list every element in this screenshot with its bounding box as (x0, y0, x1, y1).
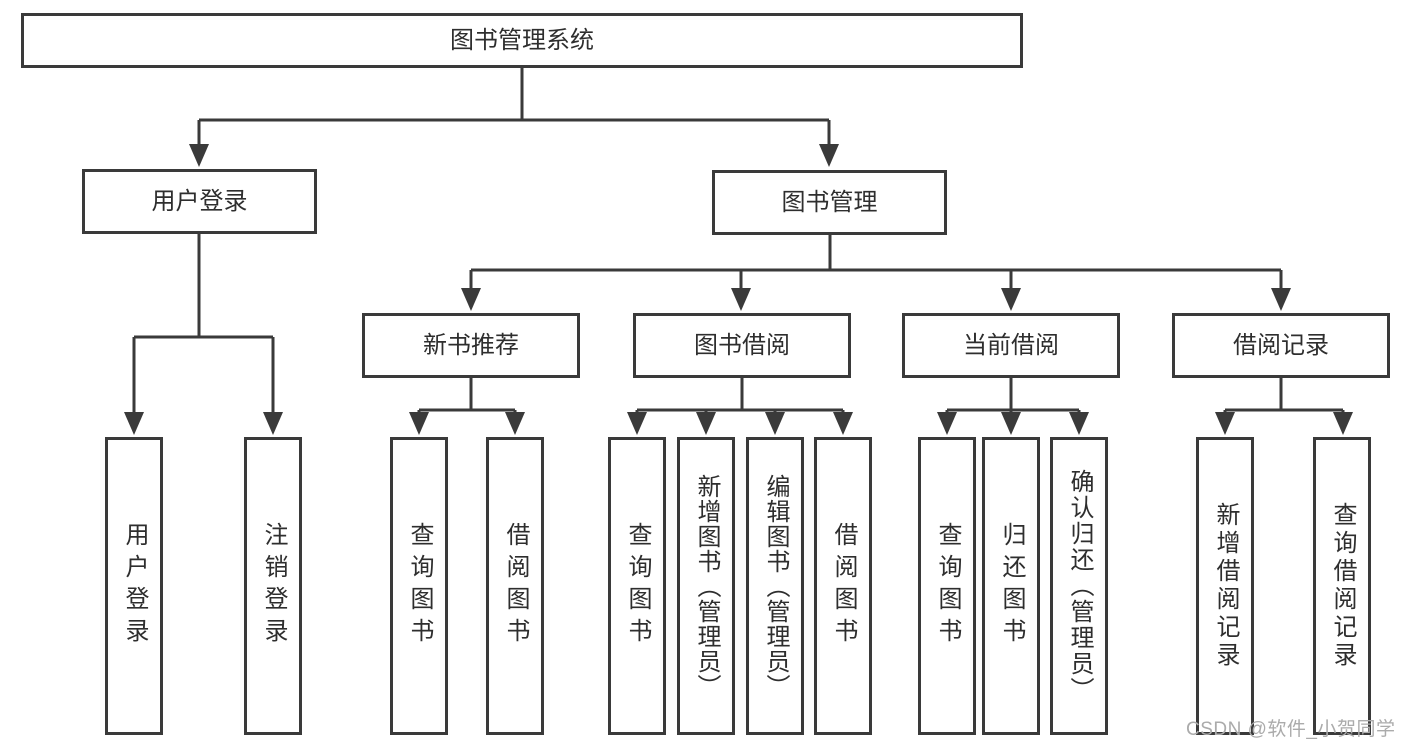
leaf-query-book-current: 查询图书 (918, 437, 976, 735)
node-book-management: 图书管理 (712, 170, 947, 235)
csdn-watermark: CSDN @软件_小贺同学 (1186, 719, 1396, 740)
node-label: 借阅记录 (1233, 331, 1329, 359)
node-label: 新增图书（管理员） (693, 473, 720, 699)
node-label: 查询借阅记录 (1329, 502, 1356, 670)
node-label: 借阅图书 (830, 522, 857, 650)
node-label: 编辑图书（管理员） (762, 473, 789, 699)
node-label: 图书管理 (781, 188, 878, 216)
node-current-borrow: 当前借阅 (902, 313, 1120, 378)
leaf-return-book: 归还图书 (982, 437, 1040, 735)
node-label: 新书推荐 (423, 331, 519, 359)
node-label: 归还图书 (998, 522, 1025, 650)
leaf-confirm-return-admin: 确认归还（管理员） (1050, 437, 1108, 735)
node-label: 用户登录 (151, 187, 248, 215)
leaf-add-borrow-record: 新增借阅记录 (1196, 437, 1254, 735)
node-label: 注销登录 (260, 522, 287, 650)
node-book-borrow: 图书借阅 (633, 313, 851, 378)
leaf-edit-book-admin: 编辑图书（管理员） (746, 437, 804, 735)
node-label: 查询图书 (406, 522, 433, 650)
node-label: 借阅图书 (502, 522, 529, 650)
leaf-borrow-book: 借阅图书 (814, 437, 872, 735)
leaf-user-login: 用户登录 (105, 437, 163, 735)
node-label: 新增借阅记录 (1212, 502, 1239, 670)
node-borrow-record: 借阅记录 (1172, 313, 1390, 378)
node-label: 查询图书 (624, 522, 651, 650)
leaf-query-borrow-record: 查询借阅记录 (1313, 437, 1371, 735)
leaf-query-book-recommend: 查询图书 (390, 437, 448, 735)
node-label: 用户登录 (121, 522, 148, 650)
node-system-root: 图书管理系统 (21, 13, 1023, 68)
node-new-book-recommend: 新书推荐 (362, 313, 580, 378)
node-user-login: 用户登录 (82, 169, 317, 234)
node-label: 确认归还（管理员） (1066, 469, 1093, 703)
leaf-add-book-admin: 新增图书（管理员） (677, 437, 735, 735)
leaf-logout: 注销登录 (244, 437, 302, 735)
node-label: 图书管理系统 (450, 26, 594, 54)
leaf-borrow-book-recommend: 借阅图书 (486, 437, 544, 735)
node-label: 图书借阅 (694, 331, 790, 359)
node-label: 查询图书 (934, 522, 961, 650)
node-label: 当前借阅 (963, 331, 1059, 359)
leaf-query-book-borrow: 查询图书 (608, 437, 666, 735)
